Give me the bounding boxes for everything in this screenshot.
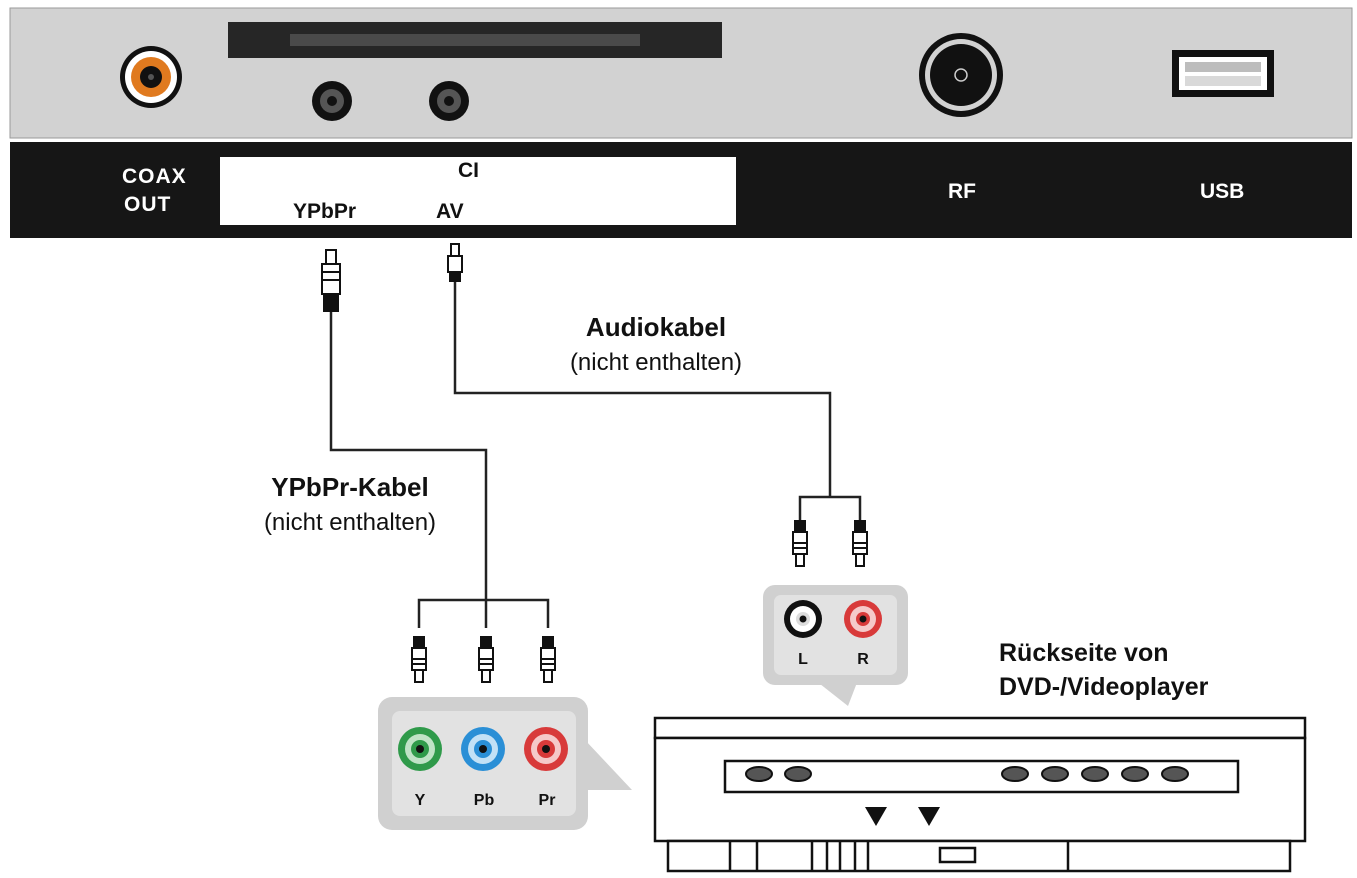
ypbpr-mini-plug (321, 249, 341, 312)
jack-y (398, 727, 442, 771)
usb-port (1172, 50, 1274, 97)
jack-right (844, 600, 882, 638)
ypbpr-cable (329, 312, 550, 628)
rf-connector (919, 33, 1003, 117)
player-title-line2: DVD-/Videoplayer (999, 673, 1209, 701)
av-port-label: AV (436, 200, 464, 223)
ci-label: CI (458, 159, 479, 182)
ypbpr-plug-y (411, 635, 427, 683)
ci-slot-grille (290, 34, 640, 46)
jack-pr-label: Pr (539, 792, 556, 809)
audio-jacks-callout (763, 585, 908, 706)
jack-pb (461, 727, 505, 771)
jack-pr (524, 727, 568, 771)
jack-left (784, 600, 822, 638)
ypbpr-port-label: YPbPr (293, 200, 356, 223)
av-mini-plug (447, 243, 463, 282)
dvd-player-buttons (745, 766, 1189, 782)
jack-y-label: Y (415, 792, 426, 809)
audio-cable-note: (nicht enthalten) (570, 349, 742, 376)
ypbpr-plug-pr (540, 635, 556, 683)
ypbpr-cable-note: (nicht enthalten) (264, 509, 436, 536)
coax-label-line2: OUT (124, 193, 171, 216)
dvd-player-arrows (865, 807, 940, 826)
jack-left-label: L (798, 651, 808, 668)
coax-label-line1: COAX (122, 165, 187, 188)
coax-out-jack (120, 46, 182, 108)
ypbpr-input-jack (312, 81, 352, 121)
dvd-player (653, 716, 1307, 873)
jack-pb-label: Pb (474, 792, 495, 809)
ypbpr-plug-pb (478, 635, 494, 683)
rf-label: RF (948, 180, 976, 203)
ypbpr-cable-title: YPbPr-Kabel (271, 472, 429, 502)
audio-cable-title: Audiokabel (586, 312, 726, 342)
audio-plug-left (792, 519, 808, 567)
usb-label: USB (1200, 180, 1244, 203)
ci-label-box (220, 157, 736, 225)
jack-right-label: R (857, 651, 869, 668)
av-input-jack (429, 81, 469, 121)
audio-plug-right (852, 519, 868, 567)
player-title-line1: Rückseite von (999, 639, 1169, 667)
audio-cable (453, 280, 862, 520)
